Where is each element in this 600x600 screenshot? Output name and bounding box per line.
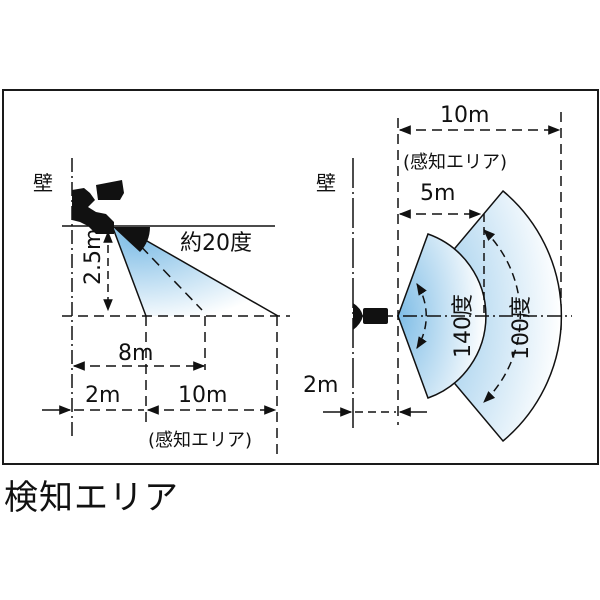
top-view: 壁 10m (感知エリア) 5m 140度 100度 2m: [303, 103, 572, 443]
dim-10m-label: 10m: [440, 103, 489, 128]
dim-2m-label: 2m: [85, 383, 120, 408]
diagram-frame: [2, 89, 599, 465]
area-label: (感知エリア): [403, 152, 507, 173]
angle-label: 約20度: [180, 231, 252, 256]
dim-2m-label: 2m: [303, 373, 338, 398]
wall-label: 壁: [316, 171, 336, 195]
height-label: 2.5m: [81, 229, 106, 285]
area-label: (感知エリア): [148, 430, 252, 451]
side-detection-area: [113, 228, 278, 316]
caption: 検知エリア: [4, 478, 179, 518]
dim-8m-label: 8m: [118, 341, 153, 366]
sensor-icon: [72, 180, 124, 234]
dim-10m-label: 10m: [178, 383, 227, 408]
inner-angle-label: 140度: [451, 294, 476, 358]
wall-label: 壁: [33, 171, 53, 195]
sensor-icon: [353, 303, 388, 330]
outer-angle-label: 100度: [509, 296, 534, 360]
side-view: 壁 約20度 2.5m 8m 2m 10m (: [33, 158, 290, 455]
angle-wedge: [113, 227, 150, 252]
dim-5m-label: 5m: [420, 181, 455, 206]
